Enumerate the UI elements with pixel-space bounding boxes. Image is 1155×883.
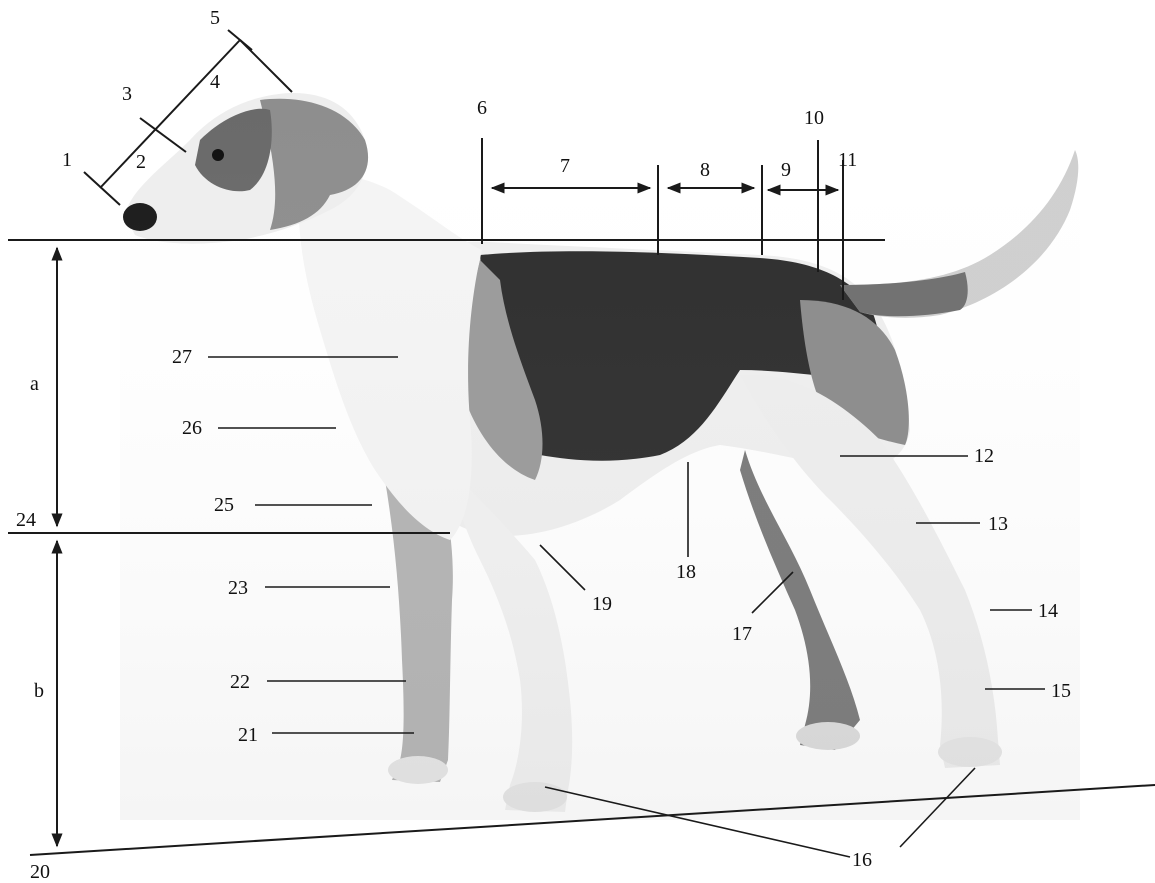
label-19: 19 <box>592 593 612 615</box>
label-7: 7 <box>560 155 570 177</box>
measurement-lines <box>8 29 1155 858</box>
label-4: 4 <box>210 71 220 93</box>
ground-reference <box>29 784 1155 856</box>
label-8: 8 <box>700 159 710 181</box>
labels: 1 2 3 4 5 6 7 8 9 10 11 12 13 14 15 16 1… <box>16 7 1071 883</box>
dog-illustration <box>120 90 1080 820</box>
label-13: 13 <box>988 513 1008 535</box>
label-3: 3 <box>122 83 132 105</box>
label-5: 5 <box>210 7 220 29</box>
occiput-line <box>239 39 293 93</box>
leader-19 <box>539 544 586 591</box>
label-24: 24 <box>16 509 36 531</box>
label-15: 15 <box>1051 680 1071 702</box>
label-25: 25 <box>214 494 234 516</box>
label-9: 9 <box>781 159 791 181</box>
label-16: 16 <box>852 849 872 871</box>
label-a: a <box>30 373 39 395</box>
label-6: 6 <box>477 97 487 119</box>
label-21: 21 <box>238 724 258 746</box>
label-12: 12 <box>974 445 994 467</box>
label-2: 2 <box>136 151 146 173</box>
label-26: 26 <box>182 417 202 439</box>
label-20: 20 <box>30 861 50 883</box>
leader-16b <box>899 767 976 848</box>
label-14: 14 <box>1038 600 1058 622</box>
label-b: b <box>34 680 44 702</box>
tick-1 <box>83 171 121 206</box>
label-27: 27 <box>172 346 192 368</box>
label-10: 10 <box>804 107 824 129</box>
label-23: 23 <box>228 577 248 599</box>
tick-3 <box>139 117 187 153</box>
label-11: 11 <box>838 149 857 171</box>
head-axis-line <box>99 39 241 189</box>
label-18: 18 <box>676 561 696 583</box>
leader-17 <box>751 571 794 614</box>
label-22: 22 <box>230 671 250 693</box>
label-1: 1 <box>62 149 72 171</box>
leader-16a <box>544 786 851 858</box>
label-17: 17 <box>732 623 752 645</box>
